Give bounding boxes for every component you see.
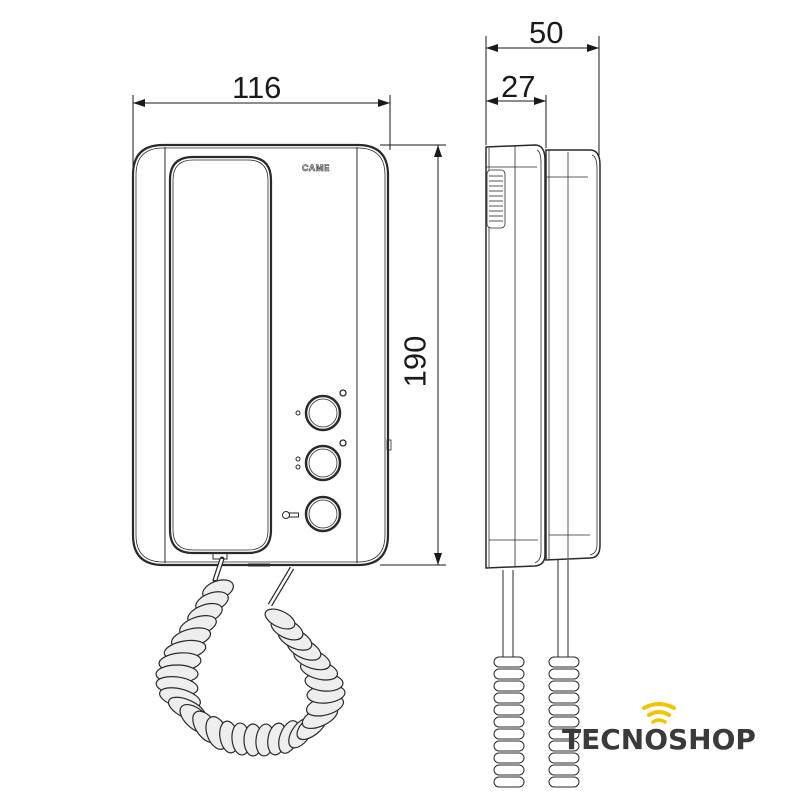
side-coiled-cord-left	[493, 656, 525, 788]
led-dot-icon	[339, 389, 347, 397]
dimension-depth-total-label: 50	[529, 15, 564, 50]
led-dot-icon	[295, 410, 301, 416]
button-1	[304, 394, 342, 432]
dimension-height	[380, 144, 446, 566]
brand-label: CAME	[302, 163, 330, 174]
dimension-depth-base	[486, 95, 547, 148]
dimension-depth-base-label: 27	[501, 69, 536, 104]
speaker-grille	[486, 169, 506, 229]
led-dot-icon	[295, 464, 301, 470]
tecnoshop-logo: TECNOSHOP	[562, 700, 772, 760]
wifi-signal-icon	[642, 702, 676, 724]
dimension-width	[132, 95, 391, 175]
dimension-depth-total	[485, 36, 600, 160]
button-2	[304, 444, 342, 482]
key-icon	[282, 511, 299, 519]
led-dot-icon	[295, 456, 301, 462]
dimension-height-label: 190	[397, 335, 433, 388]
button-3	[304, 495, 342, 533]
side-coiled-cord-right	[548, 656, 580, 788]
dimension-width-label: 116	[232, 70, 282, 105]
front-view	[131, 143, 392, 567]
side-view	[485, 144, 601, 658]
led-dot-icon	[339, 439, 347, 447]
logo-text: TECNOSHOP	[562, 723, 756, 756]
coiled-cord	[155, 556, 346, 757]
